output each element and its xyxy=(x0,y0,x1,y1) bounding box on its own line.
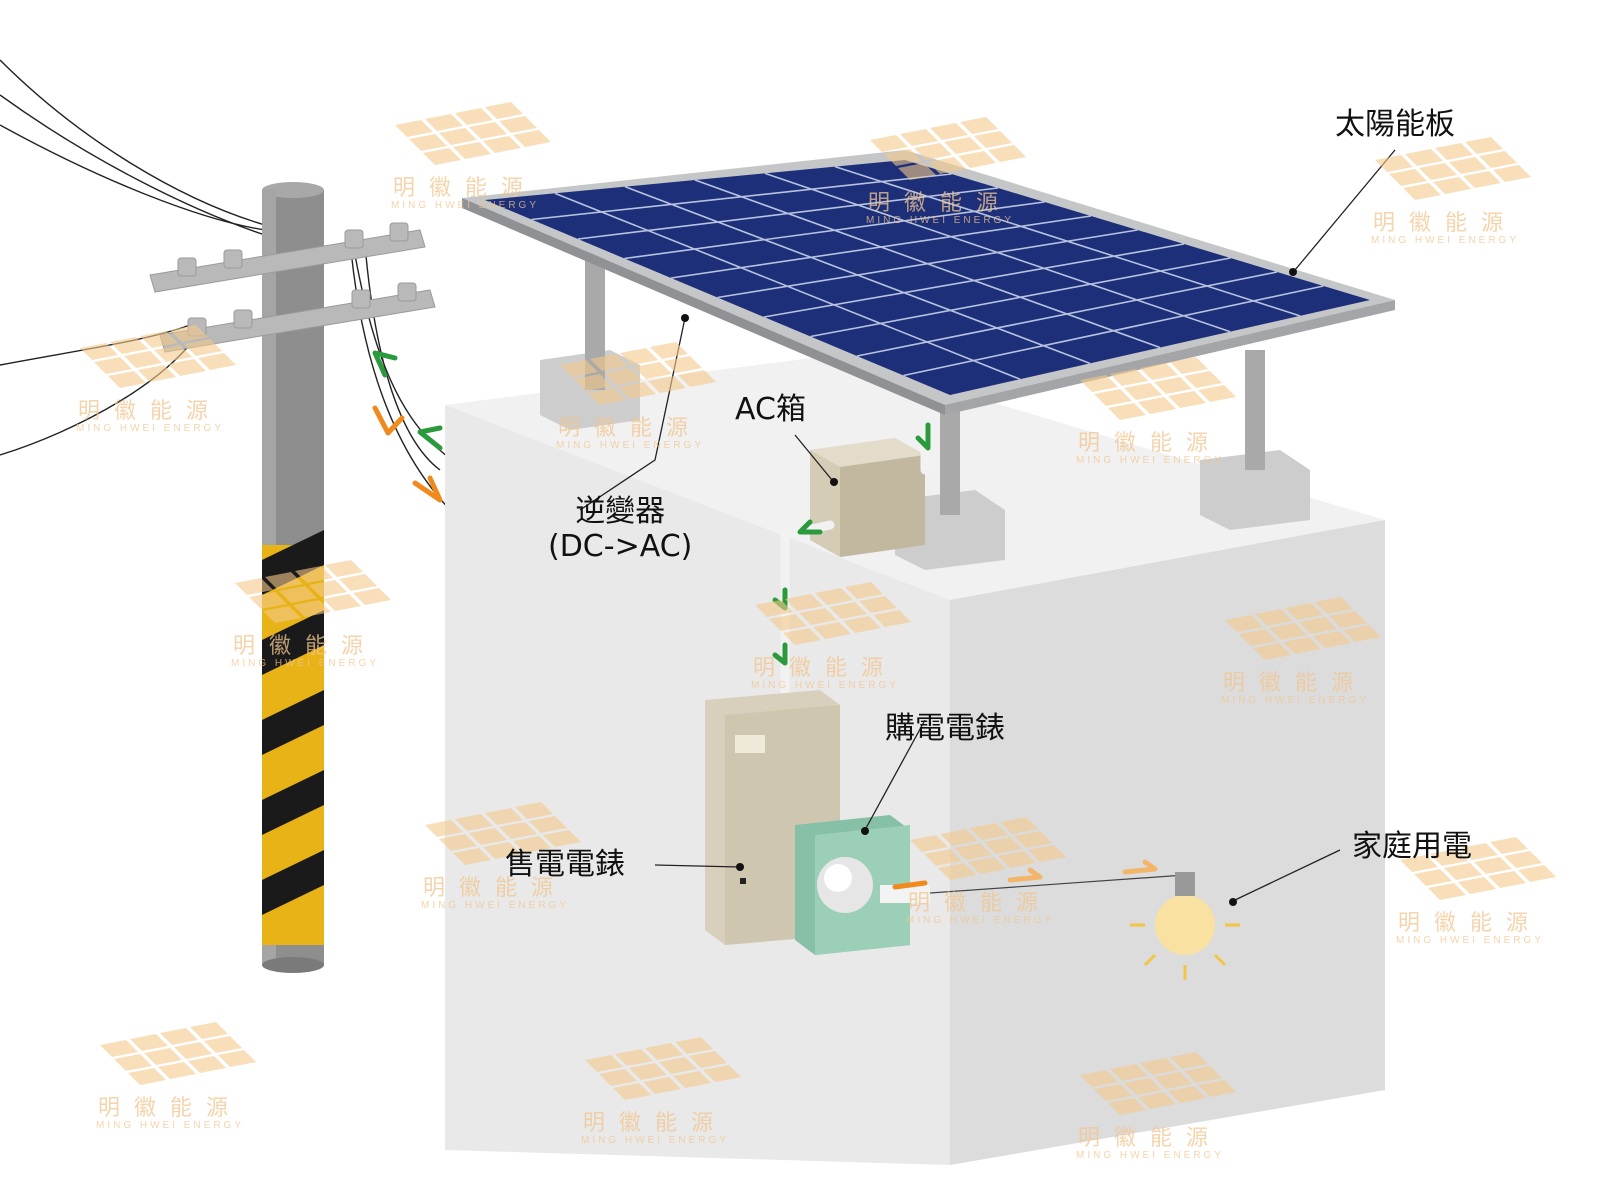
watermark-tile xyxy=(94,357,132,374)
watermark-tile xyxy=(80,343,118,360)
watermark-tile xyxy=(650,342,688,359)
watermark-tile xyxy=(114,1054,152,1071)
watermark-tile xyxy=(1094,389,1132,406)
watermark-tile xyxy=(1405,149,1443,166)
label-household: 家庭用電 xyxy=(1352,830,1472,865)
watermark-tile xyxy=(1465,137,1503,154)
watermark-tile xyxy=(1184,371,1222,388)
watermark-tile xyxy=(1490,837,1528,854)
watermark-tile xyxy=(900,129,938,146)
watermark-tile xyxy=(1435,143,1473,160)
green-arrow xyxy=(420,428,440,448)
watermark-tile xyxy=(930,123,968,140)
watermark-tile xyxy=(974,131,1012,148)
watermark-tile xyxy=(1458,877,1496,894)
watermark-tile xyxy=(870,135,908,152)
watermark-tile xyxy=(1493,165,1531,182)
watermark-tile xyxy=(100,1040,138,1057)
watermark-tile xyxy=(1375,155,1413,172)
watermark-tile xyxy=(1474,857,1512,874)
watermark-tile xyxy=(1138,397,1176,414)
watermark-tile xyxy=(218,1050,256,1067)
watermark-tile xyxy=(988,145,1026,162)
watermark-tile xyxy=(1479,151,1517,168)
watermark-tile xyxy=(664,356,702,373)
watermark-tile xyxy=(1488,871,1526,888)
watermark-tile xyxy=(1428,883,1466,900)
watermark-tile xyxy=(124,351,162,368)
watermark-tile xyxy=(958,151,996,168)
watermark-tile xyxy=(1449,157,1487,174)
label-purchase-meter: 購電電錶 xyxy=(885,712,1005,747)
watermark-tile xyxy=(158,1062,196,1079)
watermark-tile xyxy=(513,130,551,147)
watermark-tile xyxy=(198,353,236,370)
watermark-tile xyxy=(188,1056,226,1073)
watermark-tile xyxy=(483,136,521,153)
label-inverter-line1: 逆變器 xyxy=(548,495,692,530)
watermark-tile xyxy=(325,560,363,577)
watermark-tile xyxy=(130,1034,168,1051)
orange-arrow xyxy=(415,478,440,500)
watermark-tile xyxy=(395,120,433,137)
label-inverter-line2: (DC->AC) xyxy=(548,530,692,565)
watermark-tile xyxy=(1463,171,1501,188)
watermark-tile xyxy=(1433,177,1471,194)
watermark-tile xyxy=(1403,183,1441,200)
watermark-tile xyxy=(425,114,463,131)
label-ac-box: AC箱 xyxy=(735,393,806,428)
watermark-tile xyxy=(469,122,507,139)
watermark-tile xyxy=(353,588,391,605)
watermark-tile xyxy=(960,117,998,134)
watermark-tile xyxy=(204,1036,242,1053)
watermark-tile xyxy=(1414,869,1452,886)
watermark-tile xyxy=(110,337,148,354)
watermark-tile xyxy=(423,148,461,165)
watermark-tile xyxy=(339,574,377,591)
watermark-tile xyxy=(323,594,361,611)
watermark-tile xyxy=(1419,163,1457,180)
watermark-tile xyxy=(1154,377,1192,394)
watermark-tile xyxy=(499,116,537,133)
watermark-tile xyxy=(190,1022,228,1039)
watermark-tile xyxy=(455,108,493,125)
watermark-tile xyxy=(138,365,176,382)
ac-box xyxy=(810,438,925,557)
watermark-tile xyxy=(144,1048,182,1065)
label-sale-meter: 售電電錶 xyxy=(505,848,625,883)
watermark-tile xyxy=(1168,391,1206,408)
watermark-tile xyxy=(128,1068,166,1085)
watermark-tile xyxy=(160,1028,198,1045)
watermark-tile xyxy=(453,142,491,159)
watermark-tile xyxy=(409,134,447,151)
watermark-tile xyxy=(439,128,477,145)
watermark-tile xyxy=(1444,863,1482,880)
watermark-tile xyxy=(1198,385,1236,402)
label-inverter: 逆變器 (DC->AC) xyxy=(548,495,692,564)
green-arrow xyxy=(375,353,395,375)
watermark-tile xyxy=(485,102,523,119)
label-solar-panel: 太陽能板 xyxy=(1335,108,1455,143)
watermark-tile xyxy=(108,371,146,388)
watermark-tile xyxy=(174,1042,212,1059)
watermark-tile xyxy=(1124,383,1162,400)
watermark-tile xyxy=(1108,403,1146,420)
watermark-tile xyxy=(1504,851,1542,868)
watermark-tile xyxy=(1518,865,1556,882)
watermark-tile xyxy=(1389,169,1427,186)
watermark-tile xyxy=(944,137,982,154)
